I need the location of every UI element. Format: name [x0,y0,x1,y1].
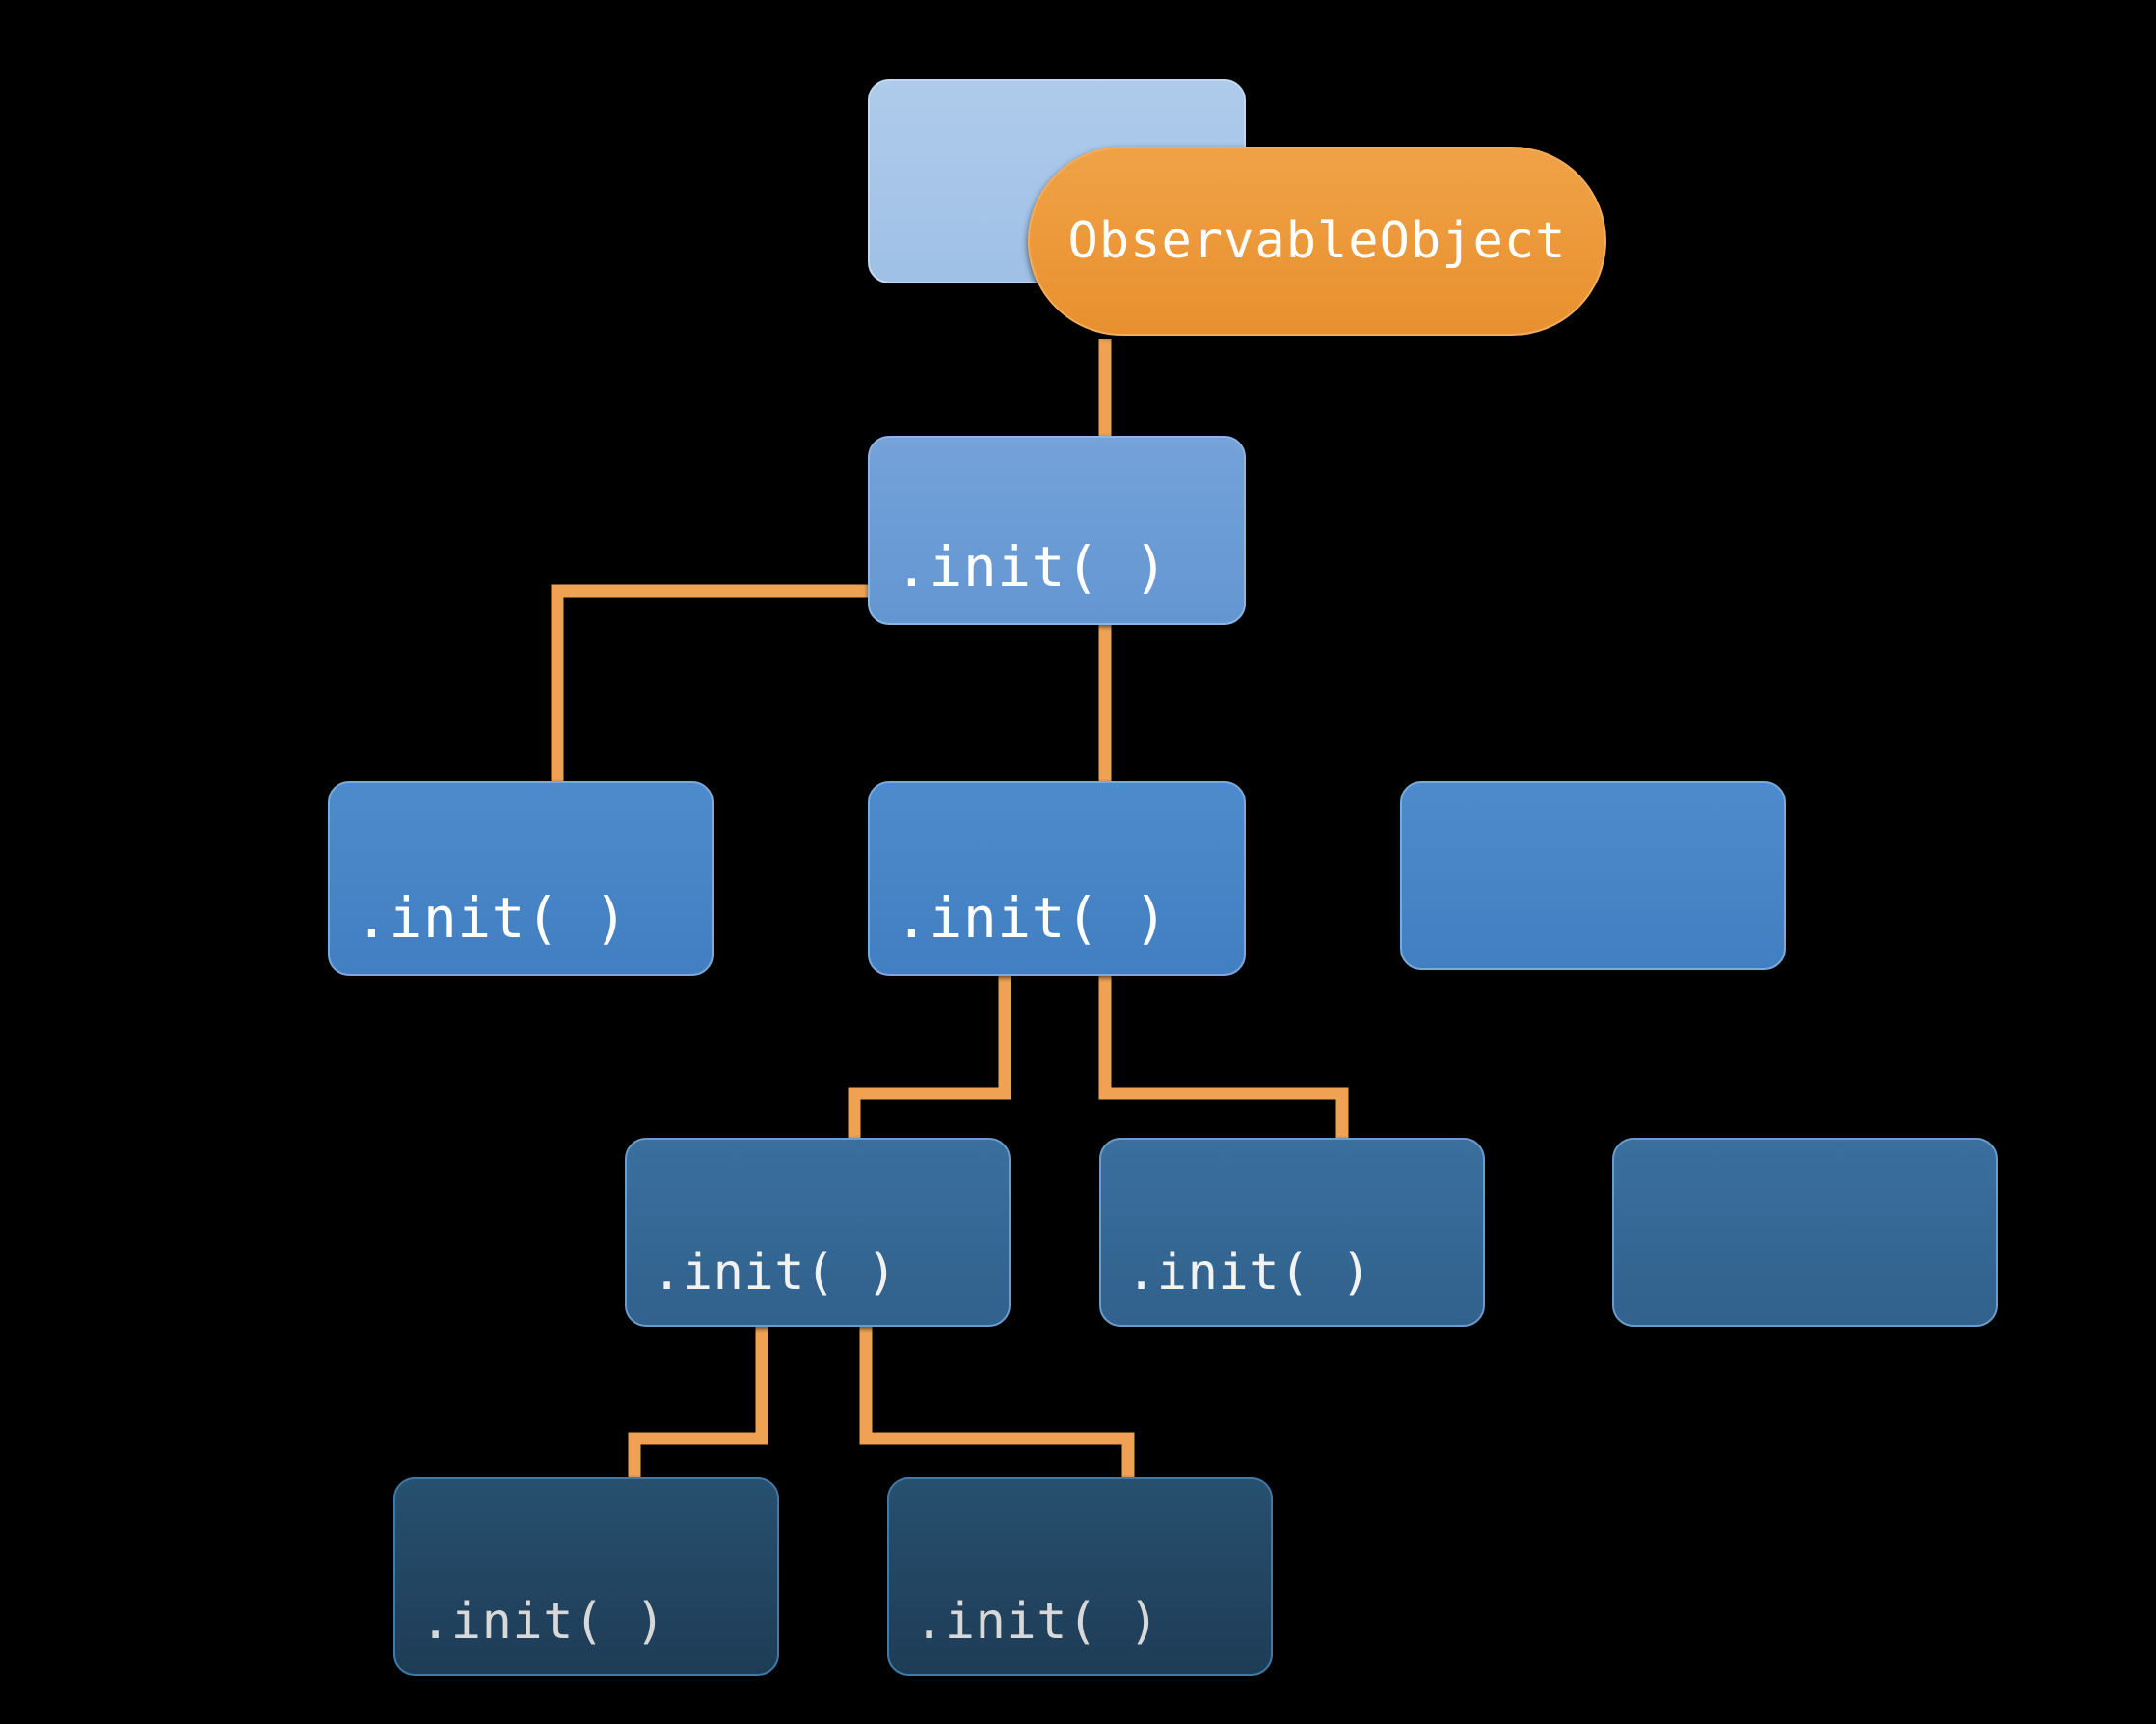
node-level2-right-label [1402,945,1427,968]
node-root-label [870,258,895,282]
node-level3-right-label [1614,1302,1639,1325]
node-init-level4-left-label: .init( ) [420,1593,666,1651]
node-init-level2-left[interactable]: .init( ) [328,781,714,976]
node-init-level2-center-label: .init( ) [895,885,1169,951]
observable-object-badge[interactable]: ObservableObject [1028,147,1606,336]
node-init-level2-center[interactable]: .init( ) [868,781,1246,976]
node-level3-right[interactable] [1612,1138,1998,1327]
node-level2-right[interactable] [1400,781,1786,970]
node-init-level3-left[interactable]: .init( ) [625,1138,1011,1327]
arrow-init1-to-init2a [500,584,868,970]
node-init-level4-left[interactable]: .init( ) [393,1477,779,1676]
observable-object-badge-label: ObservableObject [1067,212,1567,270]
node-init-level2-left-label: .init( ) [355,885,629,951]
blue-connectors [514,625,1812,1477]
node-init-level1-label: .init( ) [895,534,1169,600]
node-init-level4-right[interactable]: .init( ) [887,1477,1273,1676]
node-init-level3-left-label: .init( ) [652,1244,898,1302]
node-init-level1[interactable]: .init( ) [868,436,1246,625]
node-init-level3-center[interactable]: .init( ) [1099,1138,1485,1327]
node-init-level4-right-label: .init( ) [914,1593,1160,1651]
node-init-level3-center-label: .init( ) [1126,1244,1372,1302]
